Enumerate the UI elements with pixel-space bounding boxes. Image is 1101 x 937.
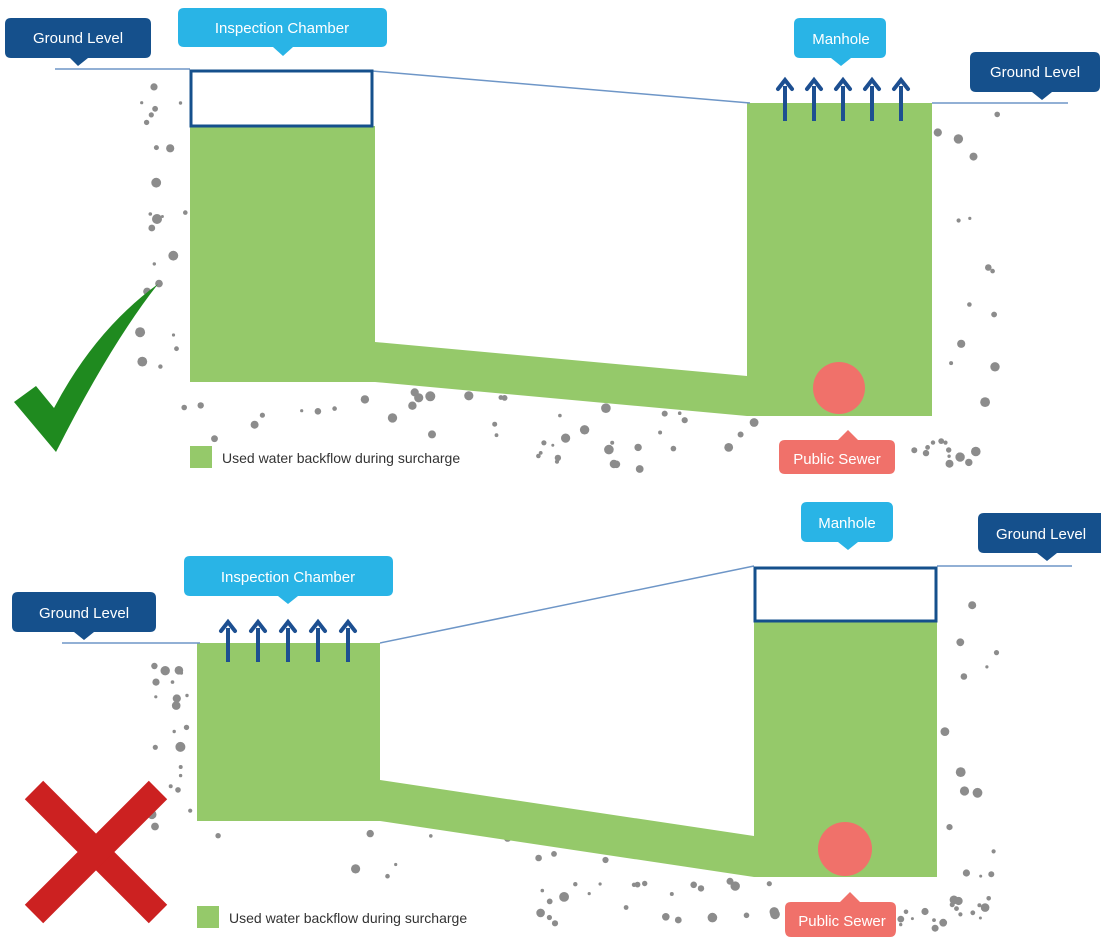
svg-text:Inspection Chamber: Inspection Chamber bbox=[221, 569, 355, 586]
manhole-label: Manhole bbox=[794, 18, 886, 66]
ground-level-label-right: Ground Level bbox=[978, 513, 1101, 561]
legend-label: Used water backflow during surcharge bbox=[229, 910, 467, 926]
public-sewer-label: Public Sewer bbox=[785, 892, 896, 937]
svg-text:Public Sewer: Public Sewer bbox=[798, 913, 886, 930]
water-fill bbox=[197, 622, 937, 877]
water-fill bbox=[190, 103, 932, 416]
up-arrow-icon bbox=[249, 618, 267, 662]
inspection-chamber-label: Inspection Chamber bbox=[184, 556, 393, 604]
ground-level-label-left: Ground Level bbox=[12, 592, 156, 640]
check-mark-icon bbox=[14, 284, 158, 452]
svg-text:Ground Level: Ground Level bbox=[996, 526, 1086, 543]
manhole-shaft bbox=[753, 566, 938, 623]
svg-text:Ground Level: Ground Level bbox=[39, 605, 129, 622]
ground-line bbox=[62, 565, 1072, 644]
legend-swatch bbox=[190, 446, 212, 468]
legend: Used water backflow during surcharge bbox=[197, 906, 467, 928]
up-arrow-icon bbox=[339, 618, 357, 662]
top-panel: Ground Level Inspection Chamber Manhole … bbox=[5, 8, 1100, 474]
public-sewer-pipe bbox=[818, 822, 872, 876]
ground-level-label-right: Ground Level bbox=[970, 52, 1100, 100]
ground-line bbox=[55, 68, 1068, 104]
svg-text:Manhole: Manhole bbox=[818, 515, 876, 532]
inspection-chamber-label: Inspection Chamber bbox=[178, 8, 387, 56]
up-arrow-icon bbox=[892, 76, 910, 121]
up-arrow-icon bbox=[279, 618, 297, 662]
public-sewer-pipe bbox=[813, 362, 865, 414]
up-arrow-icon bbox=[309, 618, 327, 662]
manhole-label: Manhole bbox=[801, 502, 893, 550]
legend-swatch bbox=[197, 906, 219, 928]
cross-mark-icon bbox=[24, 780, 168, 924]
legend: Used water backflow during surcharge bbox=[190, 446, 460, 468]
up-arrow-icon bbox=[834, 76, 852, 121]
svg-text:Ground Level: Ground Level bbox=[33, 30, 123, 47]
public-sewer-label: Public Sewer bbox=[779, 430, 895, 474]
overflow-arrows bbox=[776, 76, 910, 121]
up-arrow-icon bbox=[776, 76, 794, 121]
up-arrow-icon bbox=[219, 618, 237, 662]
svg-text:Inspection Chamber: Inspection Chamber bbox=[215, 20, 349, 37]
overflow-arrows bbox=[219, 618, 357, 662]
svg-text:Manhole: Manhole bbox=[812, 31, 870, 48]
up-arrow-icon bbox=[863, 76, 881, 121]
gravel-texture bbox=[135, 83, 1000, 473]
up-arrow-icon bbox=[805, 76, 823, 121]
svg-text:Public Sewer: Public Sewer bbox=[793, 451, 881, 468]
inspection-chamber-shaft bbox=[189, 69, 374, 128]
legend-label: Used water backflow during surcharge bbox=[222, 450, 460, 466]
ground-level-label-left: Ground Level bbox=[5, 18, 151, 66]
bottom-panel: Ground Level Inspection Chamber Manhole … bbox=[12, 502, 1101, 937]
svg-text:Ground Level: Ground Level bbox=[990, 64, 1080, 81]
